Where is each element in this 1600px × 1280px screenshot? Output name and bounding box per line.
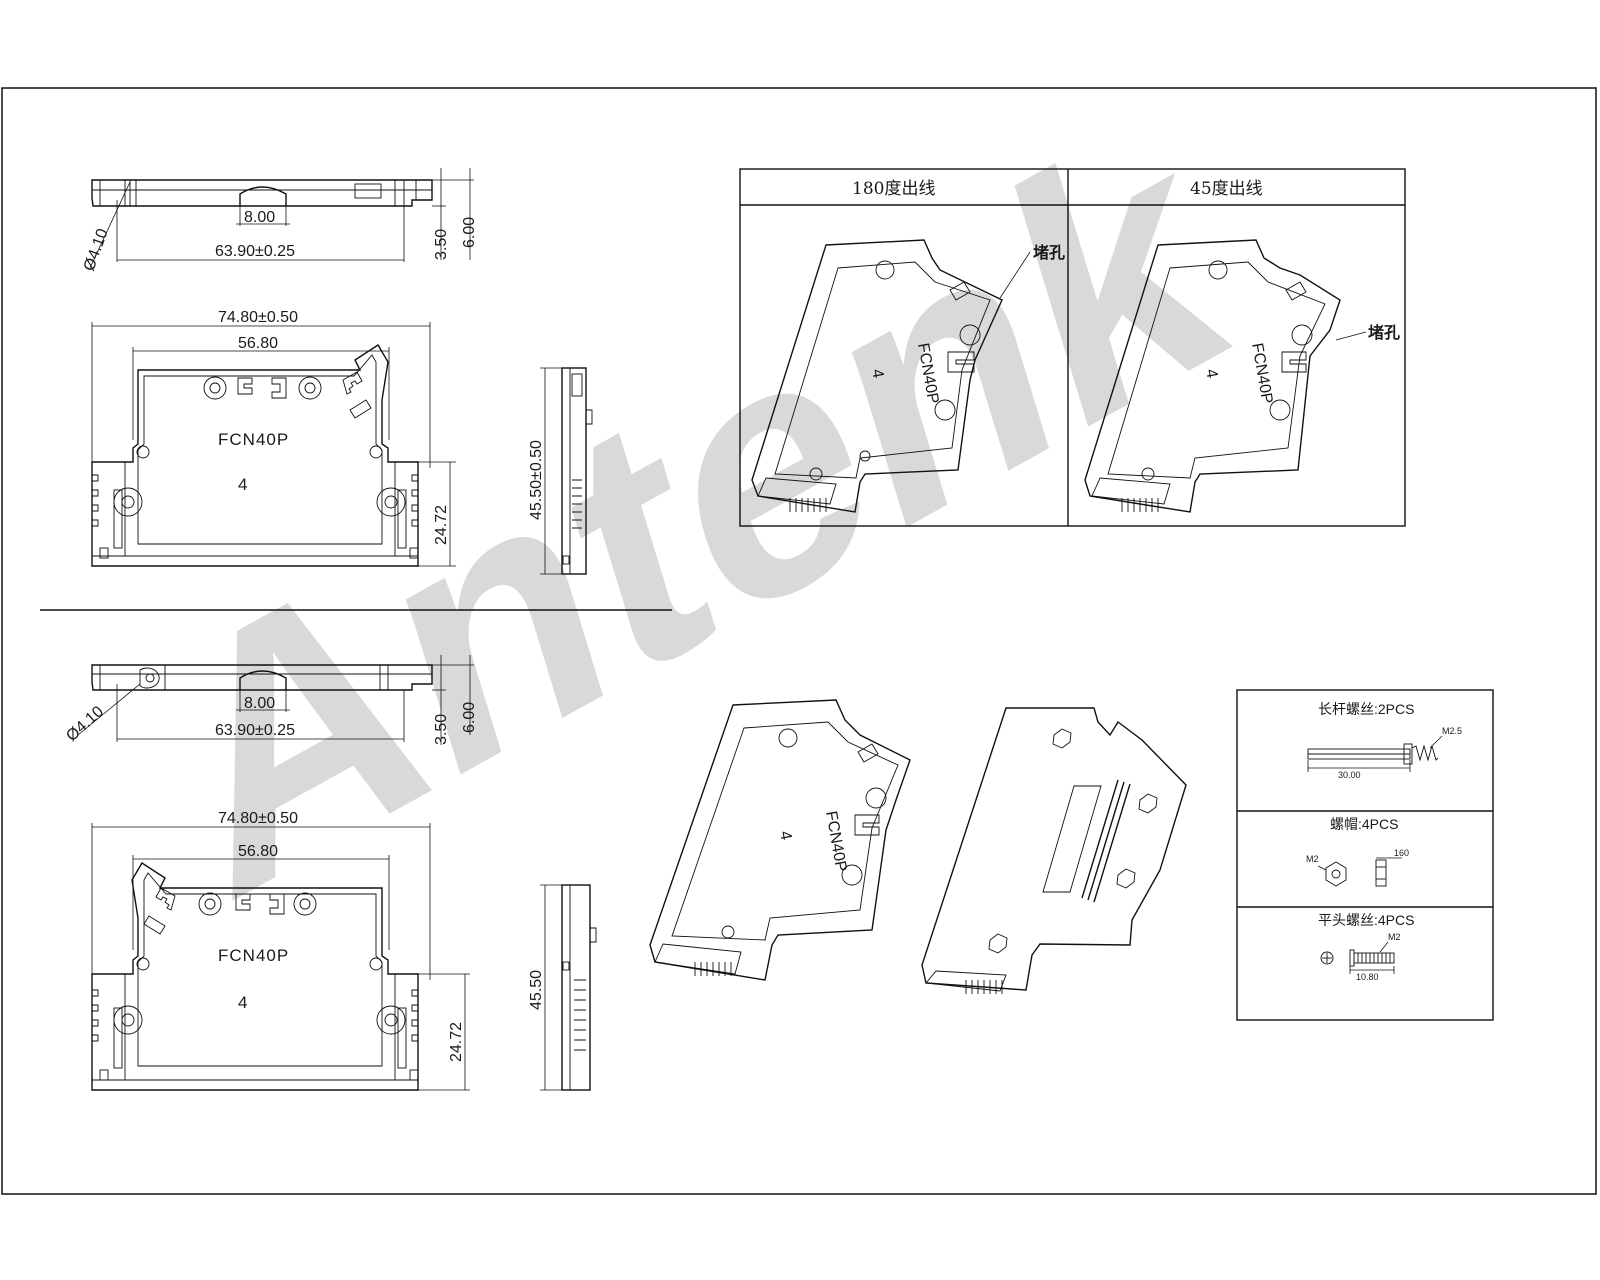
long-screw-thread: M2.5 [1442, 726, 1462, 736]
dim-hole-dia: Ø4.10 [81, 227, 112, 274]
nut-thread: M2 [1306, 854, 1319, 864]
dim-length: 63.90±0.25 [215, 243, 295, 260]
long-screw-title: 长杆螺丝:2PCS [1318, 701, 1414, 717]
iso-180-number: 4 [868, 368, 886, 380]
flat-screw-thread: M2 [1388, 932, 1401, 942]
dim-outer-width-b: 74.80±0.50 [218, 810, 298, 827]
dim-inner-width: 56.80 [238, 335, 278, 352]
dim-inner-height: 24.72 [433, 505, 450, 545]
bottom-front-view: 74.80±0.50 56.80 FCN40P 4 24.72 [91, 810, 470, 1091]
dim-outer-width: 74.80±0.50 [218, 309, 298, 326]
dim-inner-width-b: 56.80 [238, 843, 278, 860]
label-model: FCN40P [218, 430, 289, 449]
dim-hole-dia-b: Ø4.10 [63, 703, 107, 745]
dim-height-b: 6.00 [461, 217, 478, 248]
long-screw-part: 长杆螺丝:2PCS 30.00 M2.5 [1307, 701, 1462, 780]
header-45: 45度出线 [1190, 179, 1263, 199]
dim-length-b: 63.90±0.25 [215, 722, 295, 739]
watermark-logo: Antenk [133, 45, 1256, 976]
label-model-b: FCN40P [218, 946, 289, 965]
dim-slot-width: 8.00 [244, 209, 275, 226]
callout-plug-hole-180: 堵孔 [1033, 243, 1065, 262]
top-front-view: 74.80±0.50 56.80 FCN40P 4 24. [91, 309, 456, 567]
nut-thickness: 160 [1394, 848, 1409, 858]
iso-open-housing: FCN40P 4 [649, 699, 911, 981]
top-side-view: 8.00 63.90±0.25 Ø4.10 3.50 6.00 [81, 168, 478, 273]
flat-screw-length: 10.80 [1356, 972, 1379, 982]
dim-height-b-b: 6.00 [461, 702, 478, 733]
header-180: 180度出线 [852, 179, 935, 199]
dim-slot-width-b: 8.00 [244, 695, 275, 712]
label-number-b: 4 [238, 993, 247, 1012]
iso-open-model: FCN40P [822, 810, 849, 873]
dim-end-height: 45.50±0.50 [528, 440, 545, 520]
top-end-view: 45.50±0.50 [528, 367, 593, 575]
dim-height-a-b: 3.50 [433, 714, 450, 745]
nut-part: 螺帽:4PCS M2 160 [1306, 816, 1409, 887]
iso-45-model: FCN40P [1248, 342, 1275, 405]
iso-open-number: 4 [776, 830, 794, 842]
parts-table: 长杆螺丝:2PCS 30.00 M2.5 螺帽:4PCS M2 160 平 [1236, 689, 1494, 1021]
dim-end-height-b: 45.50 [528, 970, 545, 1010]
flat-screw-part: 平头螺丝:4PCS 10.80 M2 [1318, 912, 1414, 982]
iso-closed-cover [921, 707, 1187, 994]
sheet-border [1, 87, 1597, 1195]
nut-title: 螺帽:4PCS [1330, 816, 1398, 832]
label-number: 4 [238, 475, 247, 494]
dim-inner-height-b: 24.72 [448, 1022, 465, 1062]
callout-plug-hole-45: 堵孔 [1368, 323, 1400, 342]
flat-screw-title: 平头螺丝:4PCS [1318, 912, 1414, 928]
bottom-end-view: 45.50 [528, 884, 597, 1091]
long-screw-length: 30.00 [1338, 770, 1361, 780]
iso-45-number: 4 [1202, 368, 1220, 380]
dim-height-a: 3.50 [433, 229, 450, 260]
